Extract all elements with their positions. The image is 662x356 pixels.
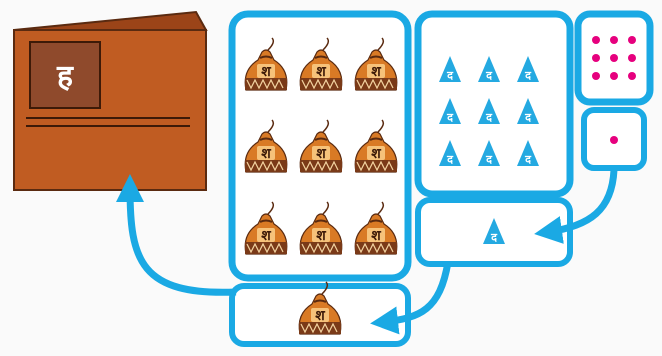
carry-dot (610, 136, 618, 144)
cone-label: द (485, 111, 493, 124)
wallet-label: ह (56, 59, 74, 94)
dot (610, 54, 618, 62)
dot (610, 36, 618, 44)
cone-label: द (524, 69, 532, 82)
bag-label: श (316, 64, 326, 80)
cone-label: द (485, 153, 493, 166)
cone-label: द (446, 69, 454, 82)
cone-label: द (446, 153, 454, 166)
bag-label: श (261, 228, 271, 244)
bag-label: श (315, 308, 325, 324)
dot (592, 54, 600, 62)
bag-label: श (371, 228, 381, 244)
dot (610, 72, 618, 80)
bags-grid: श श श श श श श श श (245, 38, 397, 254)
cone-label: द (490, 231, 498, 244)
dot (628, 54, 636, 62)
cone-label: द (524, 153, 532, 166)
dot (628, 72, 636, 80)
cone-label: द (485, 69, 493, 82)
dot (592, 36, 600, 44)
dots-grid (592, 36, 636, 80)
dot (592, 72, 600, 80)
cone-label: द (446, 111, 454, 124)
bag-label: श (261, 64, 271, 80)
cone-label: द (524, 111, 532, 124)
arrow-hundreds-to-wallet (130, 188, 236, 292)
dot (628, 36, 636, 44)
bag-label: श (316, 228, 326, 244)
bag-label: श (371, 64, 381, 80)
tens-column (418, 14, 570, 194)
bag-label: श (371, 146, 381, 162)
bag-label: श (261, 146, 271, 162)
carry-dot-group (610, 136, 618, 144)
bag-label: श (316, 146, 326, 162)
wallet: ह (14, 12, 206, 190)
cones-grid: द द द द द द द द द (439, 56, 539, 166)
